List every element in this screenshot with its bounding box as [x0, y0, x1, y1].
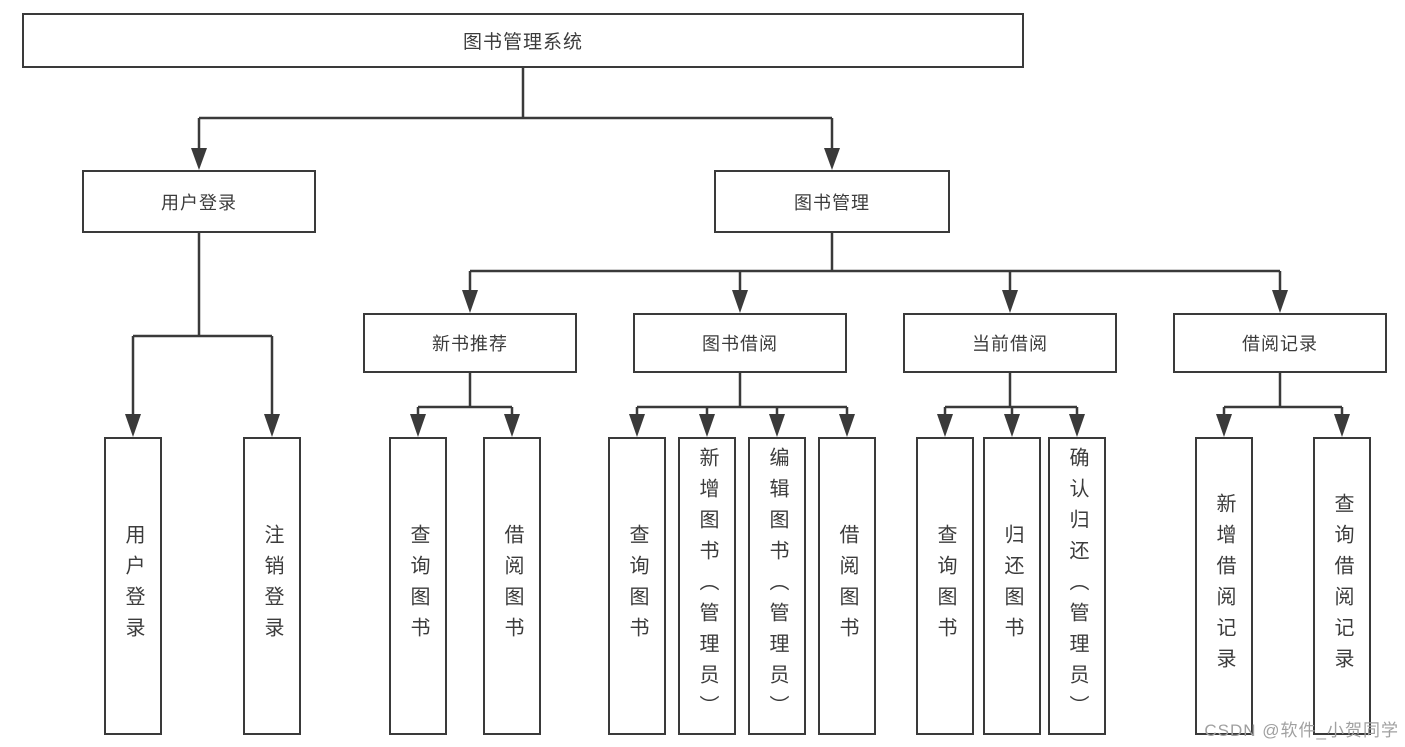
node-current-borrow: 当前借阅: [903, 313, 1117, 373]
node-book-borrow: 图书借阅: [633, 313, 847, 373]
leaf-user-login: 用户登录: [104, 437, 162, 735]
leaf-return-books-label: 归还图书: [1001, 524, 1023, 648]
leaf-edit-books-admin: 编辑图书（管理员）: [748, 437, 806, 735]
leaf-edit-books-admin-label: 编辑图书（管理员）: [766, 446, 788, 726]
connector-book-management: [462, 233, 1288, 313]
leaf-borrow-books-label: 借阅图书: [836, 524, 858, 648]
leaf-query-books-recommend: 查询图书: [389, 437, 447, 735]
leaf-return-books: 归还图书: [983, 437, 1041, 735]
leaf-query-borrow-record-label: 查询借阅记录: [1331, 493, 1353, 679]
node-new-book-recommend: 新书推荐: [363, 313, 577, 373]
connector-book-borrow: [629, 373, 855, 437]
leaf-query-books-current: 查询图书: [916, 437, 974, 735]
connector-new-book-recommend: [410, 373, 520, 437]
leaf-confirm-return-admin-label: 确认归还（管理员）: [1066, 446, 1088, 726]
leaf-add-books-admin-label: 新增图书（管理员）: [696, 446, 718, 726]
node-book-management: 图书管理: [714, 170, 950, 233]
leaf-add-books-admin: 新增图书（管理员）: [678, 437, 736, 735]
leaf-query-books-current-label: 查询图书: [934, 524, 956, 648]
connector-user-login: [125, 233, 280, 437]
leaf-query-books-recommend-label: 查询图书: [407, 524, 429, 648]
leaf-borrow-books: 借阅图书: [818, 437, 876, 735]
node-root-system: 图书管理系统: [22, 13, 1024, 68]
leaf-query-books-borrow: 查询图书: [608, 437, 666, 735]
leaf-logout-label: 注销登录: [261, 524, 283, 648]
leaf-query-borrow-record: 查询借阅记录: [1313, 437, 1371, 735]
connector-root: [191, 68, 840, 170]
leaf-user-login-label: 用户登录: [122, 524, 144, 648]
connector-borrow-records: [1216, 373, 1350, 437]
leaf-logout: 注销登录: [243, 437, 301, 735]
leaf-borrow-books-recommend-label: 借阅图书: [501, 524, 523, 648]
leaf-query-books-borrow-label: 查询图书: [626, 524, 648, 648]
node-borrow-records: 借阅记录: [1173, 313, 1387, 373]
node-user-login: 用户登录: [82, 170, 316, 233]
connector-current-borrow: [937, 373, 1085, 437]
leaf-borrow-books-recommend: 借阅图书: [483, 437, 541, 735]
leaf-add-borrow-record: 新增借阅记录: [1195, 437, 1253, 735]
leaf-add-borrow-record-label: 新增借阅记录: [1213, 493, 1235, 679]
leaf-confirm-return-admin: 确认归还（管理员）: [1048, 437, 1106, 735]
